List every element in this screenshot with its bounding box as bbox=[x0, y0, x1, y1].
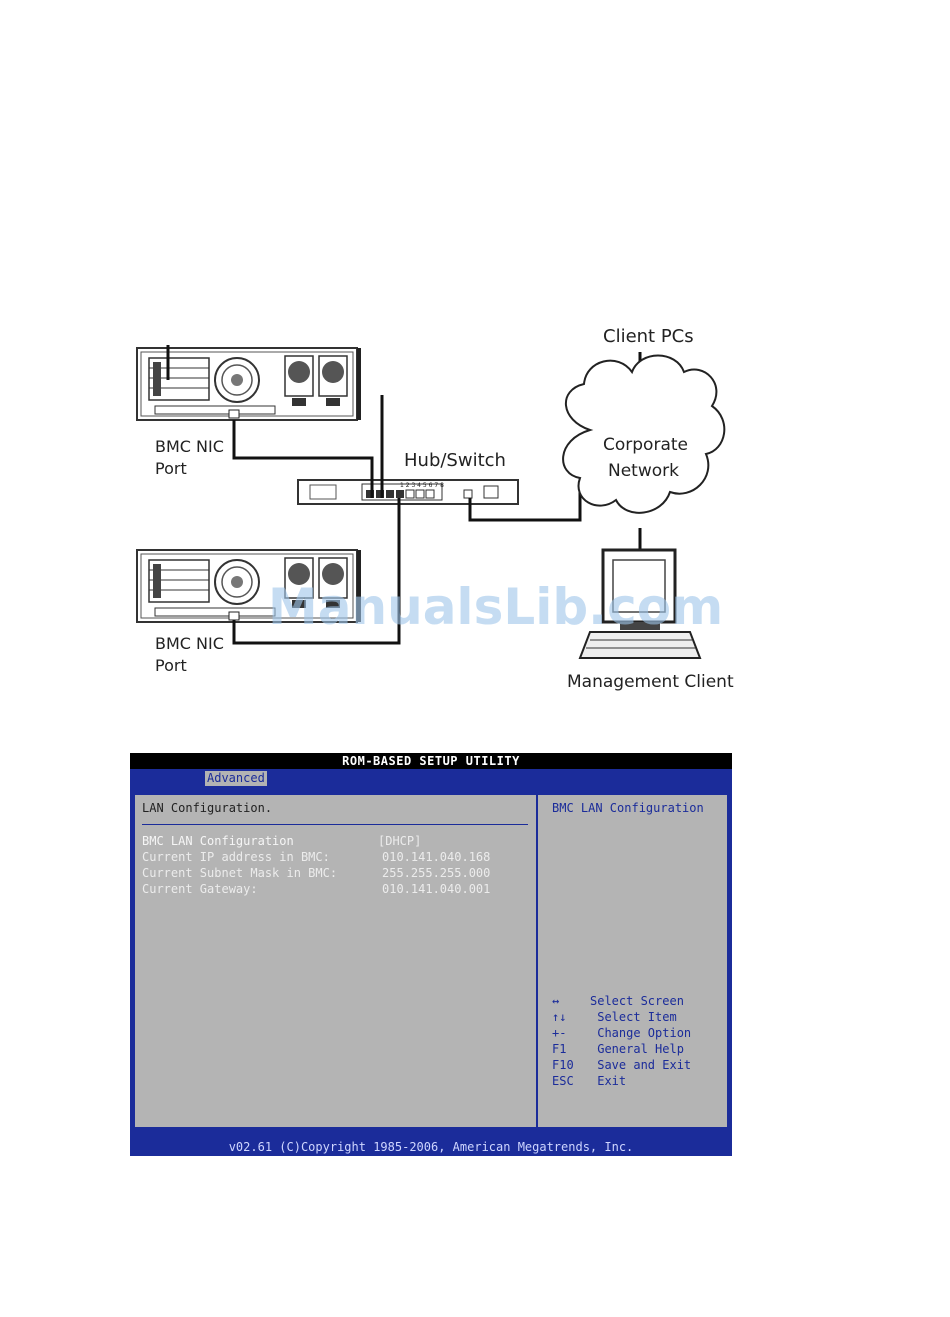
management-client-label: Management Client bbox=[567, 672, 734, 692]
setting-row-subnet-mask: Current Subnet Mask in BMC: 255.255.255.… bbox=[142, 865, 532, 881]
bios-main-panel bbox=[133, 793, 729, 1129]
server-top-label-line2: Port bbox=[155, 459, 187, 478]
hub-port-numbers: 1 2 3 4 5 6 7 8 bbox=[400, 482, 444, 489]
section-heading: LAN Configuration. bbox=[142, 801, 273, 815]
setting-label: Current Gateway: bbox=[142, 882, 258, 896]
server-top bbox=[136, 347, 362, 421]
key-name: ↔ bbox=[552, 994, 560, 1008]
hub-switch bbox=[297, 479, 519, 505]
key-hint-select-item: ↑↓ Select Item bbox=[552, 1009, 677, 1025]
cloud-label-line2: Network bbox=[608, 461, 679, 481]
panel-divider bbox=[536, 793, 538, 1129]
bios-title-bar: ROM-BASED SETUP UTILITY bbox=[130, 753, 732, 769]
network-diagram: BMC NIC Port BMC NIC Port 1 2 3 4 5 6 7 … bbox=[136, 326, 734, 692]
tab-advanced[interactable]: Advanced bbox=[205, 771, 267, 786]
heading-rule bbox=[142, 824, 528, 825]
bios-title: ROM-BASED SETUP UTILITY bbox=[342, 754, 520, 768]
key-description: Exit bbox=[590, 1074, 627, 1088]
server-top-label-line1: BMC NIC bbox=[155, 437, 224, 456]
setting-value: 255.255.255.000 bbox=[382, 866, 491, 880]
bios-setup-screen: ROM-BASED SETUP UTILITY Advanced LAN Con… bbox=[130, 753, 732, 1156]
key-description: Select Screen bbox=[590, 994, 684, 1008]
bios-tab-bar: Advanced bbox=[130, 769, 732, 787]
watermark-text: ManualsLib.com bbox=[268, 578, 723, 636]
setting-label: Current IP address in BMC: bbox=[142, 850, 330, 864]
setting-row-gateway: Current Gateway: 010.141.040.001 bbox=[142, 881, 532, 897]
cloud-label-line1: Corporate bbox=[603, 435, 688, 455]
server-bottom-label-line2: Port bbox=[155, 656, 187, 675]
key-name: F10 bbox=[552, 1058, 574, 1072]
key-description: Save and Exit bbox=[590, 1058, 692, 1072]
help-title: BMC LAN Configuration bbox=[552, 801, 704, 815]
key-hint-select-screen: ↔ Select Screen bbox=[552, 993, 684, 1009]
client-pcs-label: Client PCs bbox=[603, 326, 694, 347]
key-name: F1 bbox=[552, 1042, 567, 1056]
setting-row-ip-address: Current IP address in BMC: 010.141.040.1… bbox=[142, 849, 532, 865]
copyright-footer: v02.61 (C)Copyright 1985-2006, American … bbox=[130, 1138, 732, 1156]
management-client-computer bbox=[578, 548, 702, 659]
key-name: +- bbox=[552, 1026, 567, 1040]
key-name: ↑↓ bbox=[552, 1010, 567, 1024]
key-description: General Help bbox=[590, 1042, 684, 1056]
key-hint-save-exit: F10 Save and Exit bbox=[552, 1057, 691, 1073]
key-hint-change-option: +- Change Option bbox=[552, 1025, 691, 1041]
key-description: Select Item bbox=[590, 1010, 677, 1024]
server-bottom-label-line1: BMC NIC bbox=[155, 634, 224, 653]
setting-value: [DHCP] bbox=[378, 834, 422, 848]
hub-switch-label: Hub/Switch bbox=[404, 450, 506, 471]
setting-label: Current Subnet Mask in BMC: bbox=[142, 866, 338, 880]
setting-row-bmc-lan-configuration[interactable]: BMC LAN Configuration [DHCP] bbox=[142, 833, 532, 849]
key-name: ESC bbox=[552, 1074, 574, 1088]
setting-value: 010.141.040.168 bbox=[382, 850, 491, 864]
setting-value: 010.141.040.001 bbox=[382, 882, 491, 896]
key-hint-exit: ESC Exit bbox=[552, 1073, 626, 1089]
key-hint-general-help: F1 General Help bbox=[552, 1041, 684, 1057]
corporate-network-cloud bbox=[562, 354, 726, 514]
key-description: Change Option bbox=[590, 1026, 692, 1040]
setting-label: BMC LAN Configuration bbox=[142, 834, 294, 848]
